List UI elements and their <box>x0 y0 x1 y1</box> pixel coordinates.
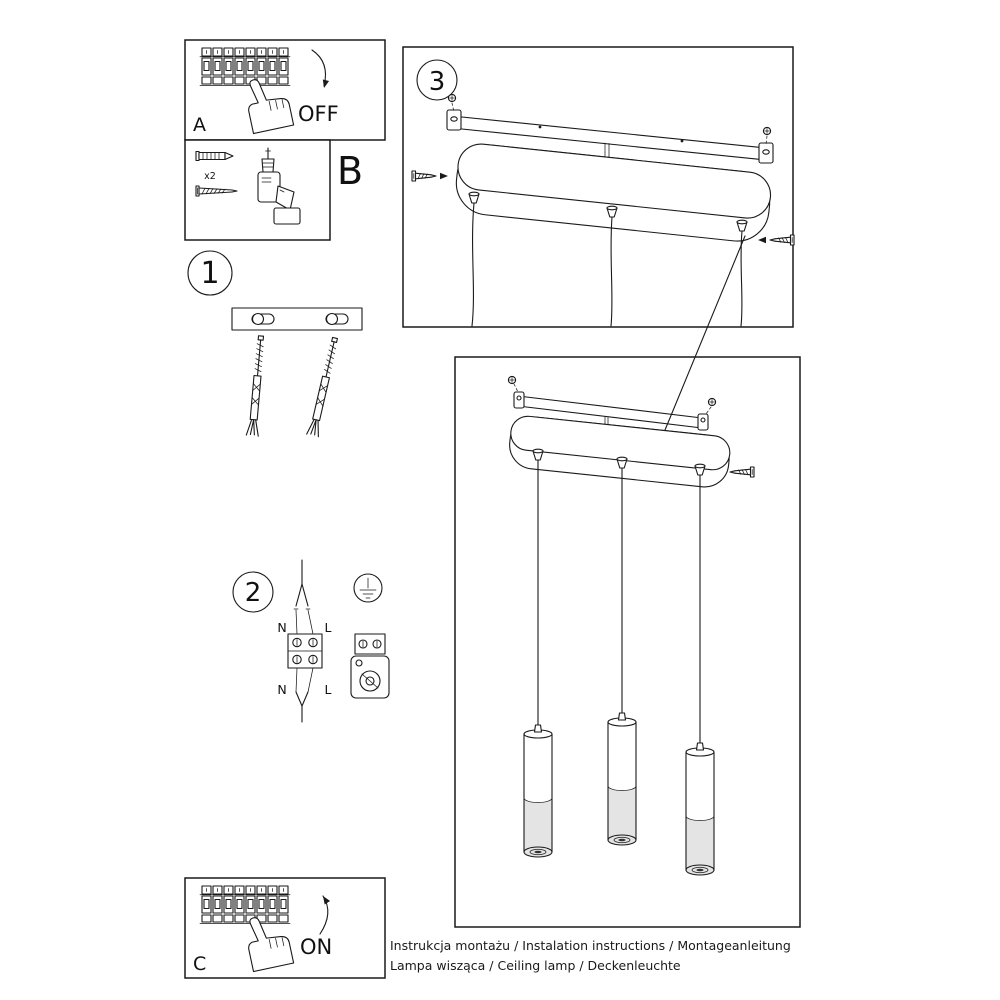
bracket-screw-icon <box>507 375 717 415</box>
wire-l-bottom-label: L <box>325 682 332 697</box>
pendant-lamp-icon <box>685 742 715 876</box>
step-1-number: 1 <box>200 256 219 291</box>
assembly-box <box>454 356 801 928</box>
panel-c-label: C <box>193 953 206 975</box>
bracket-screw-icon <box>447 93 772 145</box>
wire-n-top-label: N <box>277 620 286 635</box>
panel-a: OFF A <box>184 39 386 141</box>
step-1: 1 <box>187 250 363 438</box>
step-3-badge <box>416 59 458 101</box>
cable-line <box>610 216 613 327</box>
pointer-line <box>664 235 746 431</box>
anchor-icon <box>245 334 268 437</box>
step-2-number: 2 <box>245 578 262 608</box>
canopy-icon <box>509 415 731 488</box>
anchor-icon <box>306 336 342 438</box>
wire-n-bottom-label: N <box>277 682 286 697</box>
cable-line <box>740 230 743 327</box>
ceiling-bracket-icon <box>446 109 774 164</box>
panel-c: ON C <box>184 877 386 979</box>
step-3-box: 3 <box>402 46 795 328</box>
footer-line-2: Lampa wisząca / Ceiling lamp / Deckenleu… <box>390 958 681 973</box>
wall-plug-icon <box>195 150 234 162</box>
drill-icon <box>257 147 301 225</box>
wire-icon <box>293 559 314 635</box>
panel-b: x2 B <box>184 139 363 241</box>
quantity-note: x2 <box>204 171 216 182</box>
panel-b-label: B <box>337 149 363 193</box>
footer: Instrukcja montażu / Instalation instruc… <box>390 938 791 973</box>
wire-icon <box>295 667 314 723</box>
step-2: 2 N L N L <box>232 559 390 723</box>
screw-icon <box>195 185 238 197</box>
cable-clamp-icon <box>350 633 390 699</box>
pendant-lamp-icon <box>607 712 637 846</box>
step-1-badge <box>187 250 233 296</box>
ground-symbol-icon <box>353 573 383 603</box>
cable-line <box>471 202 475 327</box>
wire-l-top-label: L <box>325 620 332 635</box>
off-label: OFF <box>298 102 339 126</box>
on-label: ON <box>300 935 332 959</box>
ceiling-bracket-icon <box>513 391 709 431</box>
step-3-number: 3 <box>429 67 446 97</box>
mounting-plate-icon <box>231 307 363 331</box>
panel-a-label: A <box>193 114 206 136</box>
pendant-lamp-icon <box>523 724 553 858</box>
canopy-icon <box>455 143 772 242</box>
footer-line-1: Instrukcja montażu / Instalation instruc… <box>390 938 791 953</box>
step-2-badge <box>232 571 274 613</box>
terminal-block-icon <box>287 633 323 669</box>
